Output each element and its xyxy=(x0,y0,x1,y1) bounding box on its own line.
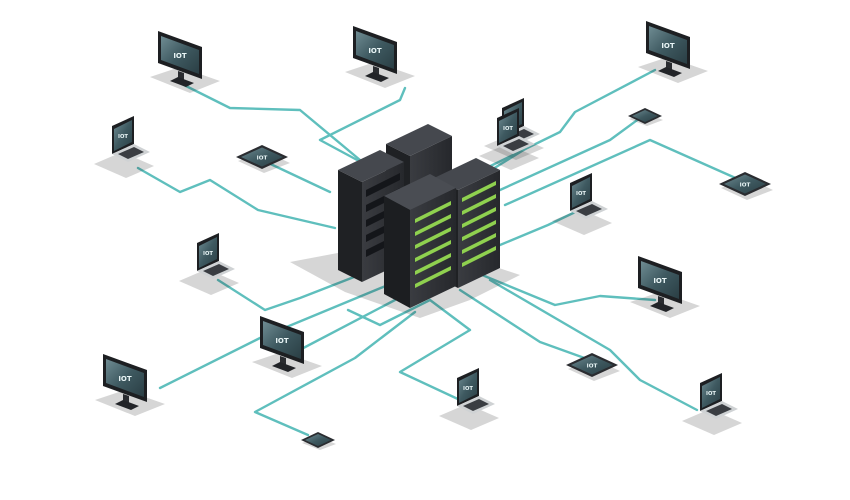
tablet-device: IOT xyxy=(566,353,620,381)
cable xyxy=(398,298,472,402)
screen-label: IOT xyxy=(368,47,382,55)
cable xyxy=(260,158,332,194)
network-cables xyxy=(136,68,742,437)
screen-label: IOT xyxy=(203,251,213,257)
screen-label: IOT xyxy=(587,364,598,370)
monitor-device: IOT xyxy=(345,26,415,88)
cable xyxy=(488,278,699,412)
monitor-device: IOT xyxy=(150,31,220,93)
screen-label: IOT xyxy=(118,134,128,140)
cable xyxy=(498,116,642,192)
laptop-device: IOT xyxy=(552,173,612,235)
screen-label: IOT xyxy=(661,42,675,50)
device-layer: IOT IOT IOT IOT IOT IOT IOT IOT IOT IOT IOT IOT IOT I… xyxy=(94,21,773,450)
screen-label: IOT xyxy=(275,337,289,345)
phone-device xyxy=(301,432,336,450)
screen-label: IOT xyxy=(653,277,667,285)
phone-device xyxy=(628,108,663,126)
cable xyxy=(468,268,657,307)
screen-label: IOT xyxy=(173,52,187,60)
laptop-device: IOT xyxy=(682,373,742,435)
laptop-device: IOT xyxy=(439,368,499,430)
monitor-device: IOT xyxy=(252,316,322,378)
screen-label: IOT xyxy=(463,386,473,392)
cable xyxy=(288,298,397,357)
cable xyxy=(458,288,592,362)
screen-label: IOT xyxy=(118,375,132,383)
screen-label: IOT xyxy=(257,156,268,162)
laptop-device: IOT xyxy=(479,108,539,170)
cable xyxy=(503,138,742,207)
cable xyxy=(318,86,407,170)
monitor-device: IOT xyxy=(630,256,700,318)
screen-label: IOT xyxy=(503,126,513,132)
tablet-device: IOT xyxy=(236,145,290,173)
server-rack-cluster xyxy=(290,124,520,318)
laptop-device: IOT xyxy=(94,116,154,178)
cable xyxy=(253,310,417,437)
screen-label: IOT xyxy=(706,391,716,397)
monitor-device: IOT xyxy=(95,354,165,416)
cable xyxy=(346,298,432,327)
laptop-device: IOT xyxy=(179,233,239,295)
monitor-device: IOT xyxy=(638,21,708,83)
server-rack xyxy=(384,174,456,308)
tablet-device: IOT xyxy=(719,172,773,200)
cable xyxy=(216,268,374,312)
screen-label: IOT xyxy=(576,191,586,197)
cable xyxy=(136,166,337,230)
screen-label: IOT xyxy=(740,183,751,189)
